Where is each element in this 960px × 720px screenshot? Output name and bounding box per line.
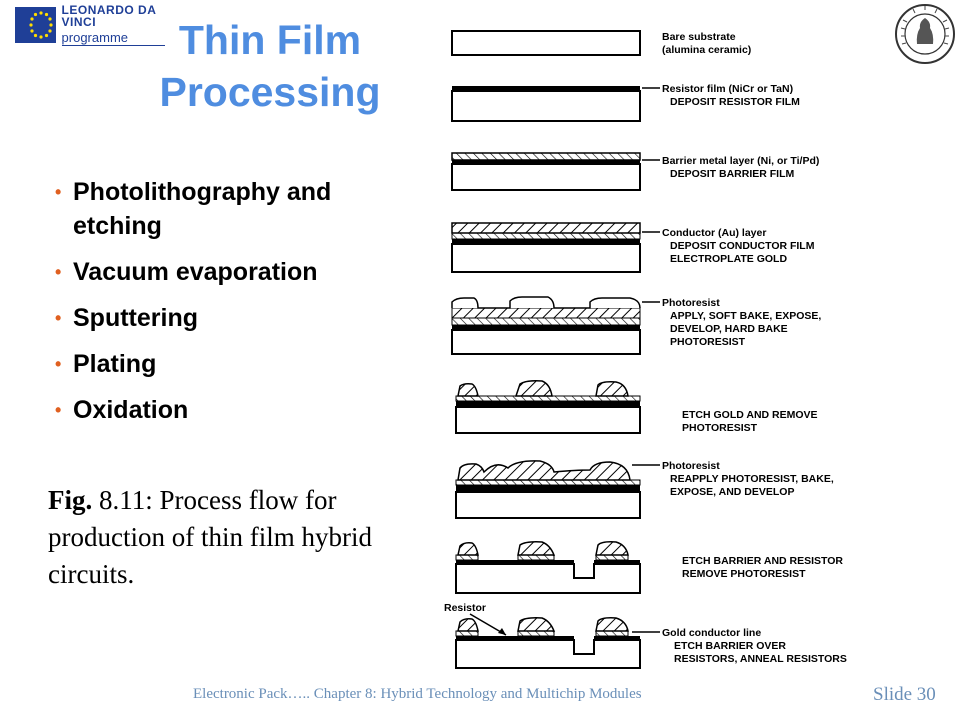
resistor-label: Resistor [444,602,486,614]
footer-text: Electronic Pack….. Chapter 8: Hybrid Tec… [193,686,642,702]
bullet-text: Oxidation [73,396,189,424]
step-8-label: ETCH BARRIER AND RESISTOR REMOVE PHOTORE… [682,555,846,580]
bullet-text: Plating [73,350,157,378]
step-5-label: Photoresist APPLY, SOFT BAKE, EXPOSE, DE… [662,297,824,348]
step-5-photoresist-applied [451,296,660,355]
slide-number: Slide 30 [873,684,936,705]
bullet-text: Vacuum evaporation [73,258,318,286]
bullet-item: • Vacuum evaporation [55,255,415,289]
bullet-text: Photolithography and [73,178,332,206]
leonardo-da-vinci-logo: LEONARDO DA VINCI programme [15,3,165,46]
bullet-text-continued: etching [73,212,162,240]
bullet-list: • Photolithography and etching • Vacuum … [55,175,415,439]
bullet-dot-icon: • [55,262,62,282]
step-4-label: Conductor (Au) layer DEPOSIT CONDUCTOR F… [662,227,817,265]
step-7-label: Photoresist REAPPLY PHOTORESIST, BAKE, E… [662,460,837,498]
step-6-label: ETCH GOLD AND REMOVE PHOTORESIST [682,409,820,434]
step-8-etch-barrier-resistor [455,541,641,594]
bullet-text: Sputtering [73,304,198,332]
bullet-item: • Plating [55,347,415,381]
bullet-dot-icon: • [55,308,62,328]
step-2-resistor-film [451,86,660,122]
university-seal-icon [895,4,955,64]
step-2-label: Resistor film (NiCr or TaN) DEPOSIT RESI… [662,83,800,108]
bullet-dot-icon: • [55,400,62,420]
step-4-conductor-layer [451,222,660,273]
step-6-etch-gold [455,380,641,434]
logo-line-1: LEONARDO DA VINCI [61,3,156,29]
step-9-label: Gold conductor line ETCH BARRIER OVER RE… [662,627,847,665]
bullet-dot-icon: • [55,354,62,374]
eu-flag-icon [15,7,56,43]
bullet-dot-icon: • [55,182,62,202]
caption-text: 8.11: Process flow for production of thi… [48,485,372,589]
bullet-item: • Oxidation [55,393,415,427]
step-3-label: Barrier metal layer (Ni, or Ti/Pd) DEPOS… [662,155,822,180]
step-9-final-structure [455,613,660,669]
step-7-reapply-photoresist [455,460,660,519]
caption-prefix: Fig. [48,485,93,515]
step-1-bare-substrate [451,30,641,56]
logo-line-2: programme [61,31,165,46]
process-flow-diagram: Bare substrate (alumina ceramic) Resisto… [444,30,847,669]
bullet-item: • Sputtering [55,301,415,335]
figure-caption: Fig. 8.11: Process flow for production o… [48,482,408,593]
step-1-label: Bare substrate (alumina ceramic) [662,31,751,56]
bullet-item: • Photolithography and etching [55,175,415,243]
slide-title: Thin Film Processing [159,17,381,115]
step-3-barrier-metal [451,152,660,191]
